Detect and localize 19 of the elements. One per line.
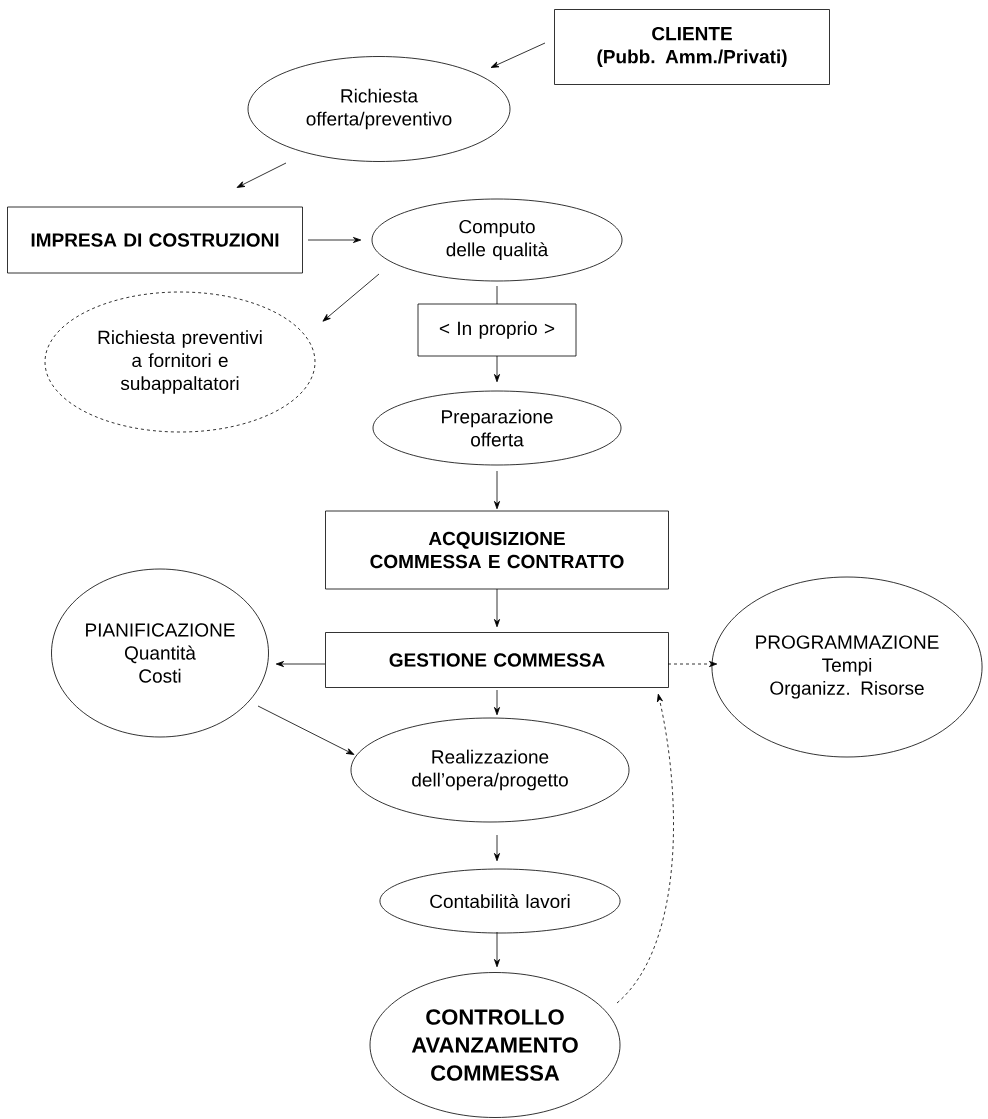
arrow	[307, 237, 362, 243]
arrow	[322, 273, 380, 322]
arrow	[236, 162, 287, 188]
client-box: CLIENTE (Pubb. Amm./Privati)	[554, 9, 830, 85]
arrow	[494, 834, 500, 862]
process-box: < In proprio >	[417, 303, 577, 357]
arrow	[667, 661, 718, 668]
arrow	[257, 705, 355, 755]
company-box: IMPRESA DI COSTRUZIONI	[7, 206, 303, 274]
arrow	[616, 693, 674, 1004]
arrow	[494, 931, 500, 968]
arrow	[275, 661, 326, 668]
process-box: ACQUISIZIONE COMMESSA E CONTRATTO	[325, 510, 669, 590]
arrow	[494, 355, 500, 383]
arrow	[494, 588, 500, 628]
arrow	[494, 470, 500, 510]
process-box: GESTIONE COMMESSA	[325, 632, 669, 688]
arrow	[494, 689, 500, 716]
arrow	[490, 42, 546, 68]
